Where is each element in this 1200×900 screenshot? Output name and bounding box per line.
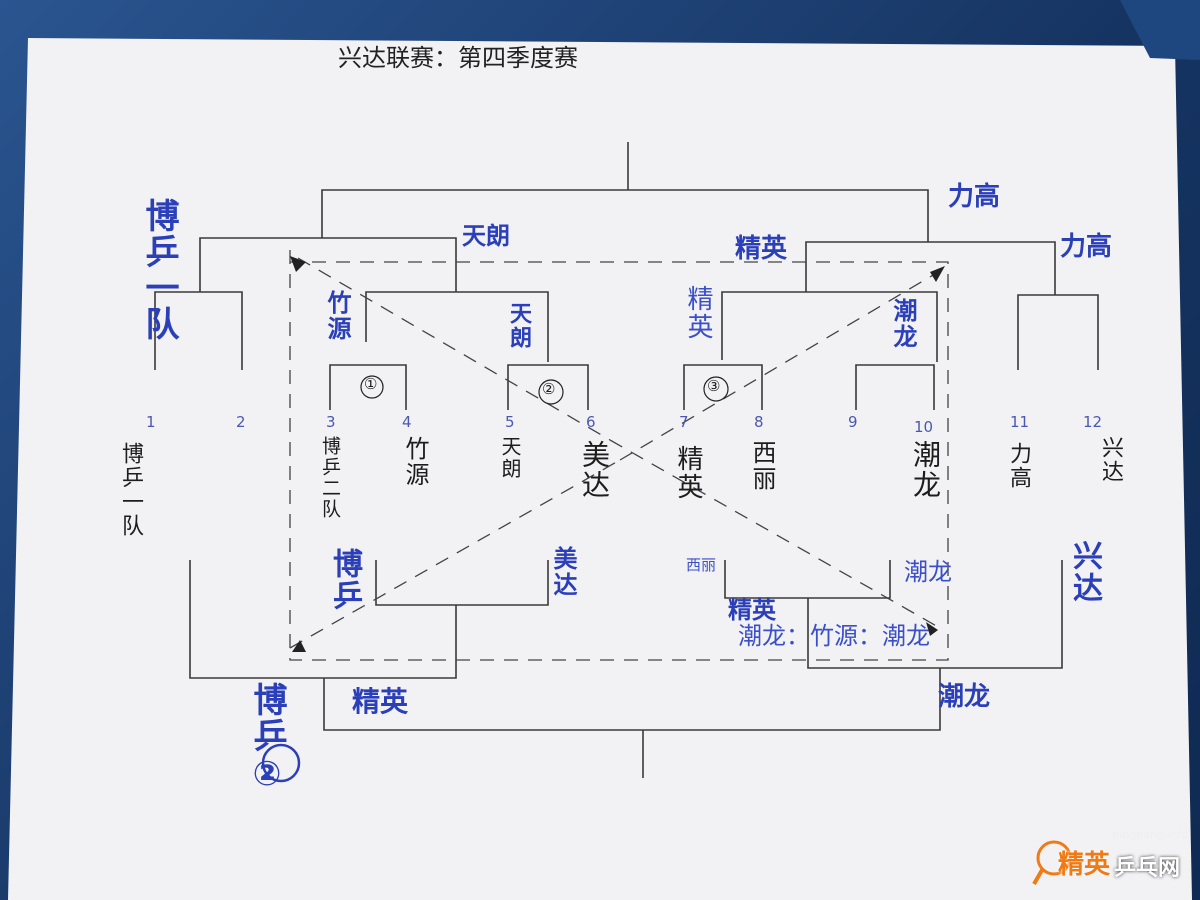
paper-sheet [8,38,1192,900]
paper-corner-shadow [1120,0,1200,60]
paddle-logo-icon [1032,840,1072,885]
watermark-brand: 精英 [1058,850,1111,880]
upper-bracket [154,142,1099,410]
arrow-heads [290,256,945,652]
site-watermark: pingpang.info 精英 乒乓网 [1032,828,1192,888]
watermark-name: 乒乓网 [1114,856,1181,881]
lower-bracket [189,560,1063,778]
match-circles [261,375,729,783]
watermark-site: pingpang.info [1112,828,1188,841]
cross-lines [289,250,949,661]
